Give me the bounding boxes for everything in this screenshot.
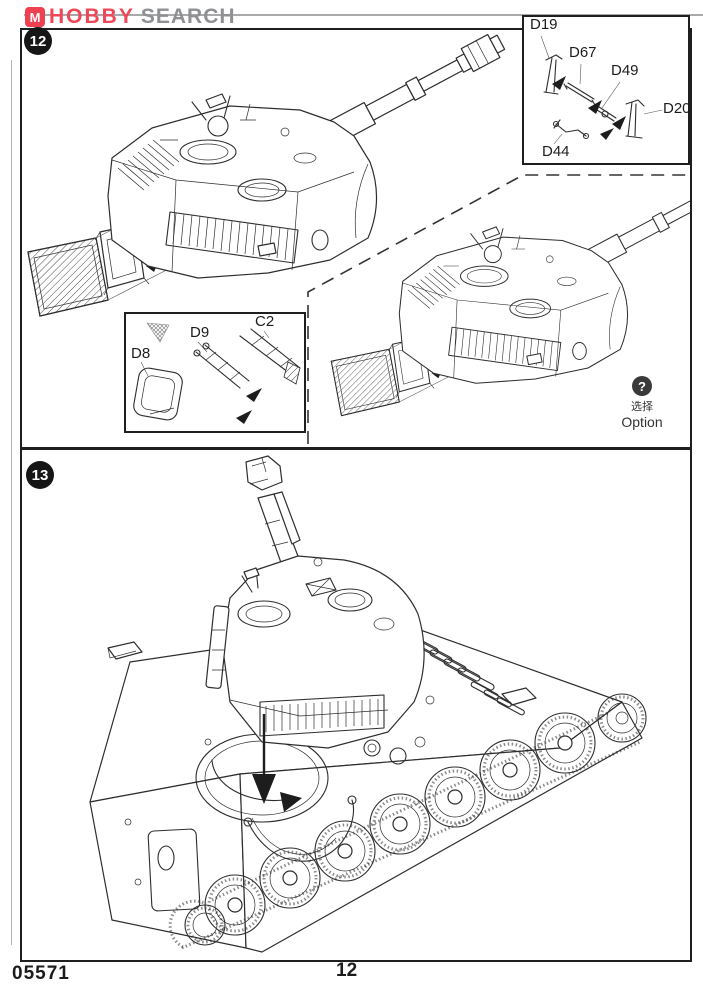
loader-hatch bbox=[237, 178, 287, 202]
page-number: 12 bbox=[336, 960, 358, 981]
front-access-door bbox=[147, 828, 201, 912]
part-label-c2: C2 bbox=[255, 313, 275, 330]
turret-body bbox=[107, 105, 378, 279]
part-label-d19: D19 bbox=[530, 16, 558, 33]
part-label-d44: D44 bbox=[542, 143, 570, 160]
option-marker: ? 选择 Option bbox=[602, 376, 682, 430]
hobbysearch-logo: M HOBBY SEARCH bbox=[25, 5, 236, 29]
assembly-arrow bbox=[600, 128, 614, 140]
watermark-vertical-line bbox=[11, 60, 12, 945]
rotation-arrowhead bbox=[280, 792, 302, 812]
fender-box bbox=[107, 641, 143, 660]
commander-hatch bbox=[179, 139, 237, 165]
part-d67 bbox=[563, 82, 596, 106]
part-c2 bbox=[239, 328, 301, 385]
turret-drawing-step13 bbox=[205, 455, 425, 749]
step-13-badge: 13 bbox=[26, 461, 54, 489]
question-mark-icon: ? bbox=[632, 376, 652, 396]
front-grille-band bbox=[165, 211, 299, 264]
loader-hatch bbox=[327, 588, 373, 612]
assembly-arrow bbox=[588, 100, 602, 114]
machine-gun-mount bbox=[241, 567, 260, 593]
rotation-arrow bbox=[211, 759, 285, 802]
road-wheels bbox=[204, 712, 596, 936]
kit-number: 05571 bbox=[12, 963, 70, 984]
mesh-texture-swatch bbox=[146, 322, 170, 343]
part-d8 bbox=[133, 367, 183, 421]
brand-word-search: SEARCH bbox=[140, 5, 236, 28]
option-label-chinese: 选择 bbox=[631, 401, 653, 413]
part-label-d49: D49 bbox=[611, 62, 639, 79]
part-d9 bbox=[193, 342, 250, 389]
part-d20 bbox=[625, 99, 645, 139]
vent-louvers bbox=[117, 139, 180, 191]
antenna-parts-inset bbox=[522, 15, 690, 165]
side-rail bbox=[205, 605, 230, 689]
option-dashed-boundary bbox=[307, 174, 690, 444]
turret-body bbox=[221, 555, 425, 749]
drop-arrow bbox=[252, 714, 276, 804]
assembly-arrow bbox=[236, 410, 252, 424]
gun-barrel bbox=[330, 33, 506, 143]
drive-sprocket bbox=[597, 693, 647, 743]
turret-bottom-grille bbox=[259, 694, 385, 737]
turret-drawing-step12 bbox=[27, 33, 506, 317]
option-label-english: Option bbox=[621, 414, 663, 430]
commander-cupola bbox=[237, 600, 291, 628]
part-label-d20: D20 bbox=[663, 100, 691, 117]
grille-parts-inset bbox=[124, 312, 306, 433]
hull-front-plate bbox=[89, 773, 247, 949]
assembly-arrow bbox=[552, 76, 566, 90]
assembly-arrow bbox=[612, 116, 626, 130]
part-label-d67: D67 bbox=[569, 44, 597, 61]
step-12-badge: 12 bbox=[24, 27, 52, 55]
part-label-d9: D9 bbox=[190, 324, 210, 341]
brand-word-hobby: HOBBY bbox=[49, 5, 135, 28]
step-13-drawing bbox=[89, 455, 647, 953]
deck-cable bbox=[247, 799, 355, 862]
step-12-drawing bbox=[27, 15, 690, 444]
hobbysearch-logo-icon: M bbox=[25, 7, 45, 27]
watermark-horizontal-line bbox=[24, 14, 703, 16]
muzzle-brake bbox=[245, 455, 283, 491]
part-label-d8: D8 bbox=[131, 345, 151, 362]
part-d19 bbox=[543, 54, 563, 95]
running-gear bbox=[168, 693, 647, 950]
assembly-arrow bbox=[246, 388, 262, 402]
machine-gun-mount bbox=[191, 93, 231, 137]
